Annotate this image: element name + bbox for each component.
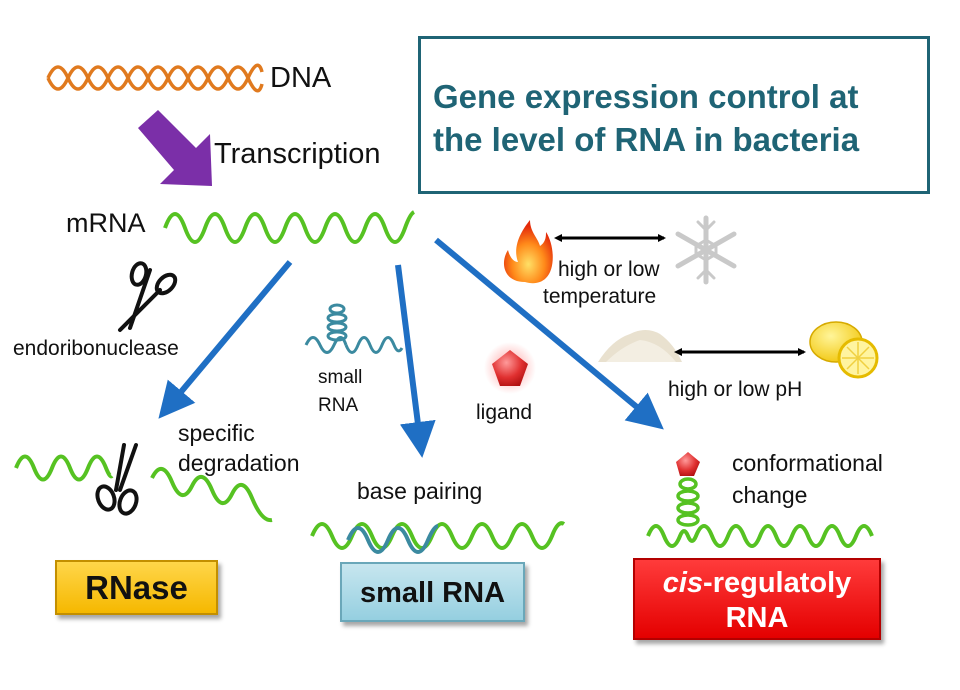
ph-label: high or low pH [668, 378, 803, 401]
small-rna-box: small RNA [340, 562, 525, 622]
snowflake-icon [675, 215, 737, 285]
rnase-box: RNase [55, 560, 218, 615]
small-rna-label-line2: RNA [318, 395, 359, 416]
transcription-arrow [138, 110, 212, 186]
temperature-label-line2: temperature [543, 285, 657, 308]
title-box: Gene expression control at the level of … [418, 36, 930, 194]
ligand-label: ligand [476, 401, 533, 424]
temperature-label-line1: high or low [558, 258, 660, 281]
cis-suffix: -regulatoly [703, 567, 852, 599]
small-rna-label-line1: small [318, 367, 363, 388]
arrow-to-cis [434, 237, 664, 430]
arrow-to-rnase [158, 260, 293, 419]
scissors-icon [118, 261, 178, 332]
dna-helix [46, 63, 264, 93]
endoribonuclease-label: endoribonuclease [13, 337, 179, 360]
cis-prefix: cis [662, 567, 704, 599]
degraded-mrna [14, 454, 273, 523]
transcription-label: Transcription [214, 138, 381, 170]
change-label: change [732, 482, 808, 508]
degradation-label: degradation [178, 450, 300, 476]
base-pairing-mrna [310, 521, 566, 554]
conformational-change-rna [646, 452, 874, 548]
scissors-icon [95, 443, 139, 516]
pathway-arrows [158, 237, 664, 458]
dna-label: DNA [270, 62, 332, 94]
mrna-label: mRNA [66, 208, 146, 238]
powder-icon [598, 330, 682, 362]
mrna-strand [163, 210, 416, 244]
cis-regulatory-rna-box: cis-regulatoly RNA [633, 558, 881, 640]
arrow-to-small-rna [395, 264, 436, 458]
page-title: Gene expression control at the level of … [433, 78, 860, 158]
specific-label: specific [178, 420, 255, 446]
cis-line2: RNA [725, 602, 789, 634]
ligand-icon [484, 342, 536, 394]
base-pairing-label: base pairing [357, 478, 483, 504]
small-rna-structure [304, 303, 404, 354]
flame-icon [503, 220, 553, 284]
conformational-label: conformational [732, 450, 883, 476]
lemon-icon [809, 321, 879, 379]
